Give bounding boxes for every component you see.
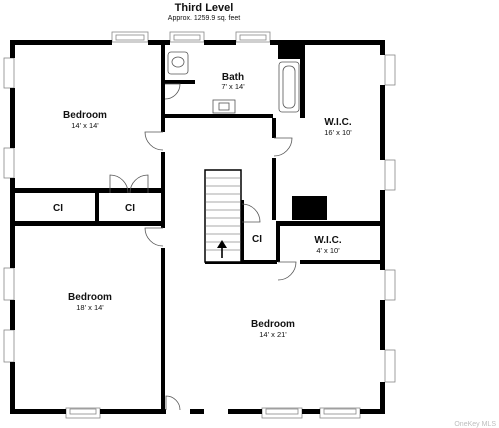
room-name: W.I.C. — [324, 117, 351, 128]
room-dims: 14' x 21' — [259, 330, 287, 339]
room-name: CI — [53, 203, 63, 214]
room-closet-2: CI — [125, 203, 135, 214]
room-name: Bath — [222, 72, 244, 83]
room-name: Bedroom — [68, 292, 112, 303]
room-wic-1: W.I.C. 16' x 10' — [324, 117, 352, 137]
walls — [10, 40, 385, 414]
plan-title: Third Level — [175, 2, 234, 14]
windows — [3, 31, 396, 419]
room-bedroom-1: Bedroom 14' x 14' — [63, 110, 107, 130]
room-name: CI — [125, 203, 135, 214]
room-wic-2: W.I.C. 4' x 10' — [314, 235, 341, 255]
room-dims: 14' x 14' — [71, 121, 99, 130]
staircase — [204, 169, 242, 263]
room-dims: 16' x 10' — [324, 128, 352, 137]
room-bedroom-3: Bedroom 14' x 21' — [251, 319, 295, 339]
room-name: CI — [252, 234, 262, 245]
room-dims: 18' x 14' — [76, 303, 104, 312]
watermark: OneKey MLS — [454, 421, 496, 428]
room-dims: 7' x 14' — [221, 82, 245, 91]
room-dims: 4' x 10' — [316, 246, 340, 255]
room-name: Bedroom — [251, 319, 295, 330]
room-name: W.I.C. — [314, 235, 341, 246]
room-closet-1: CI — [53, 203, 63, 214]
room-bedroom-2: Bedroom 18' x 14' — [68, 292, 112, 312]
bath-fixtures — [167, 51, 300, 114]
room-bath: Bath 7' x 14' — [221, 72, 245, 91]
doors — [109, 83, 297, 411]
plan-area: Approx. 1259.9 sq. feet — [168, 15, 240, 22]
room-name: Bedroom — [63, 110, 107, 121]
room-closet-3: CI — [252, 234, 262, 245]
